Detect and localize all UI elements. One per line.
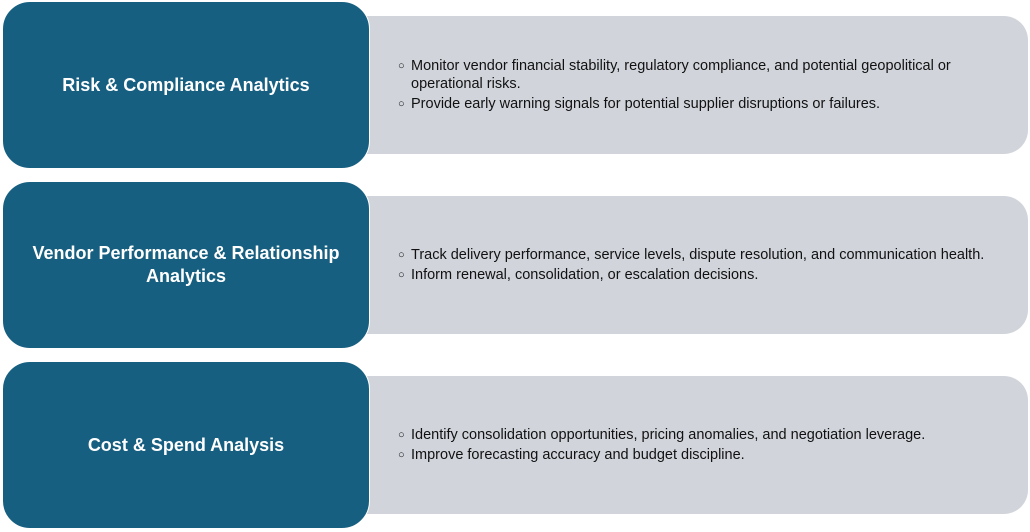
bullet-icon: ○ [398,98,405,110]
category-title: Cost & Spend Analysis [2,361,370,529]
bullet-icon: ○ [398,449,405,461]
description-panel: ○ Track delivery performance, service lev… [360,196,1028,334]
item-text: Track delivery performance, service leve… [411,247,985,263]
list-item: ○ Improve forecasting accuracy and budget… [398,446,1028,464]
item-text: Improve forecasting accuracy and budget … [411,447,745,463]
row-vendor-performance: ○ Track delivery performance, service lev… [0,180,1030,350]
item-text: Identify consolidation opportunities, pr… [411,427,926,443]
item-text: Monitor vendor financial stability, regu… [411,58,951,92]
row-risk-compliance: ○ Monitor vendor financial stability, reg… [0,0,1030,170]
bullet-icon: ○ [398,60,405,72]
bullet-icon: ○ [398,429,405,441]
list-item: ○ Identify consolidation opportunities, p… [398,426,1028,444]
list-item: ○ Monitor vendor financial stability, reg… [398,57,1028,93]
description-panel: ○ Monitor vendor financial stability, reg… [360,16,1028,154]
list-item: ○ Provide early warning signals for poten… [398,95,1028,113]
description-panel: ○ Identify consolidation opportunities, p… [360,376,1028,514]
item-text: Inform renewal, consolidation, or escala… [411,267,759,283]
category-title: Vendor Performance & Relationship Analyt… [2,181,370,349]
list-item: ○ Track delivery performance, service lev… [398,246,1028,264]
category-title: Risk & Compliance Analytics [2,1,370,169]
bullet-icon: ○ [398,269,405,281]
item-text: Provide early warning signals for potent… [411,96,881,112]
row-cost-spend: ○ Identify consolidation opportunities, p… [0,360,1030,530]
bullet-icon: ○ [398,249,405,261]
list-item: ○ Inform renewal, consolidation, or escal… [398,266,1028,284]
